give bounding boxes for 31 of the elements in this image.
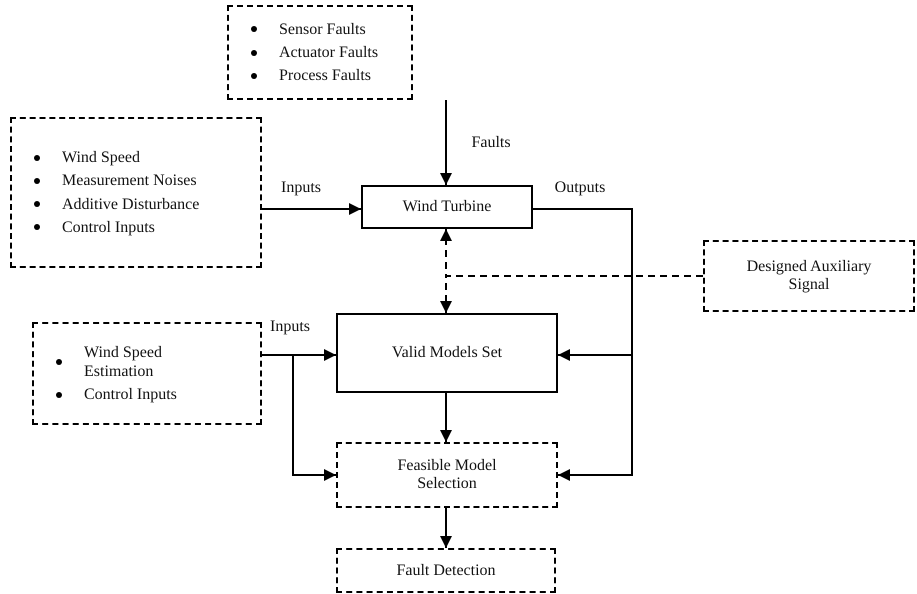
list-item-text: Additive Disturbance (62, 194, 200, 214)
list-item-text: Measurement Noises (62, 171, 197, 190)
box-label: Wind Turbine (402, 198, 492, 216)
list-item-text: Sensor Faults (279, 20, 366, 39)
arrow (440, 508, 452, 548)
edge-label: Inputs (279, 179, 323, 197)
process-box (336, 313, 558, 393)
list-item-text: Process Faults (279, 66, 371, 86)
dashed-process-box (336, 548, 556, 593)
dashed-process-box (336, 442, 558, 508)
box-label: Designed Auxiliary Signal (746, 258, 872, 294)
edge-label: Inputs (268, 318, 312, 336)
dashed-arrow (440, 275, 703, 313)
box-label: Fault Detection (396, 562, 496, 580)
box-label: Valid Models Set (392, 344, 502, 362)
arrow (440, 100, 452, 185)
process-box (361, 185, 533, 229)
dashed-list-box (10, 117, 262, 268)
list-item-text: Control Inputs (62, 218, 155, 237)
arrow (262, 203, 361, 215)
box-label: Feasible Model Selection (396, 457, 498, 493)
dashed-process-box (703, 240, 915, 312)
list-item-text: Wind Speed (62, 148, 140, 168)
list-item-text: Control Inputs (84, 385, 177, 404)
dashed-list-box (32, 322, 262, 425)
arrow (262, 354, 336, 481)
list-item-text: Actuator Faults (279, 42, 378, 62)
list-item-text: Wind Speed Estimation (84, 342, 164, 382)
arrow (440, 393, 452, 442)
dashed-list-box (227, 5, 413, 100)
edge-label: Outputs (552, 179, 608, 197)
